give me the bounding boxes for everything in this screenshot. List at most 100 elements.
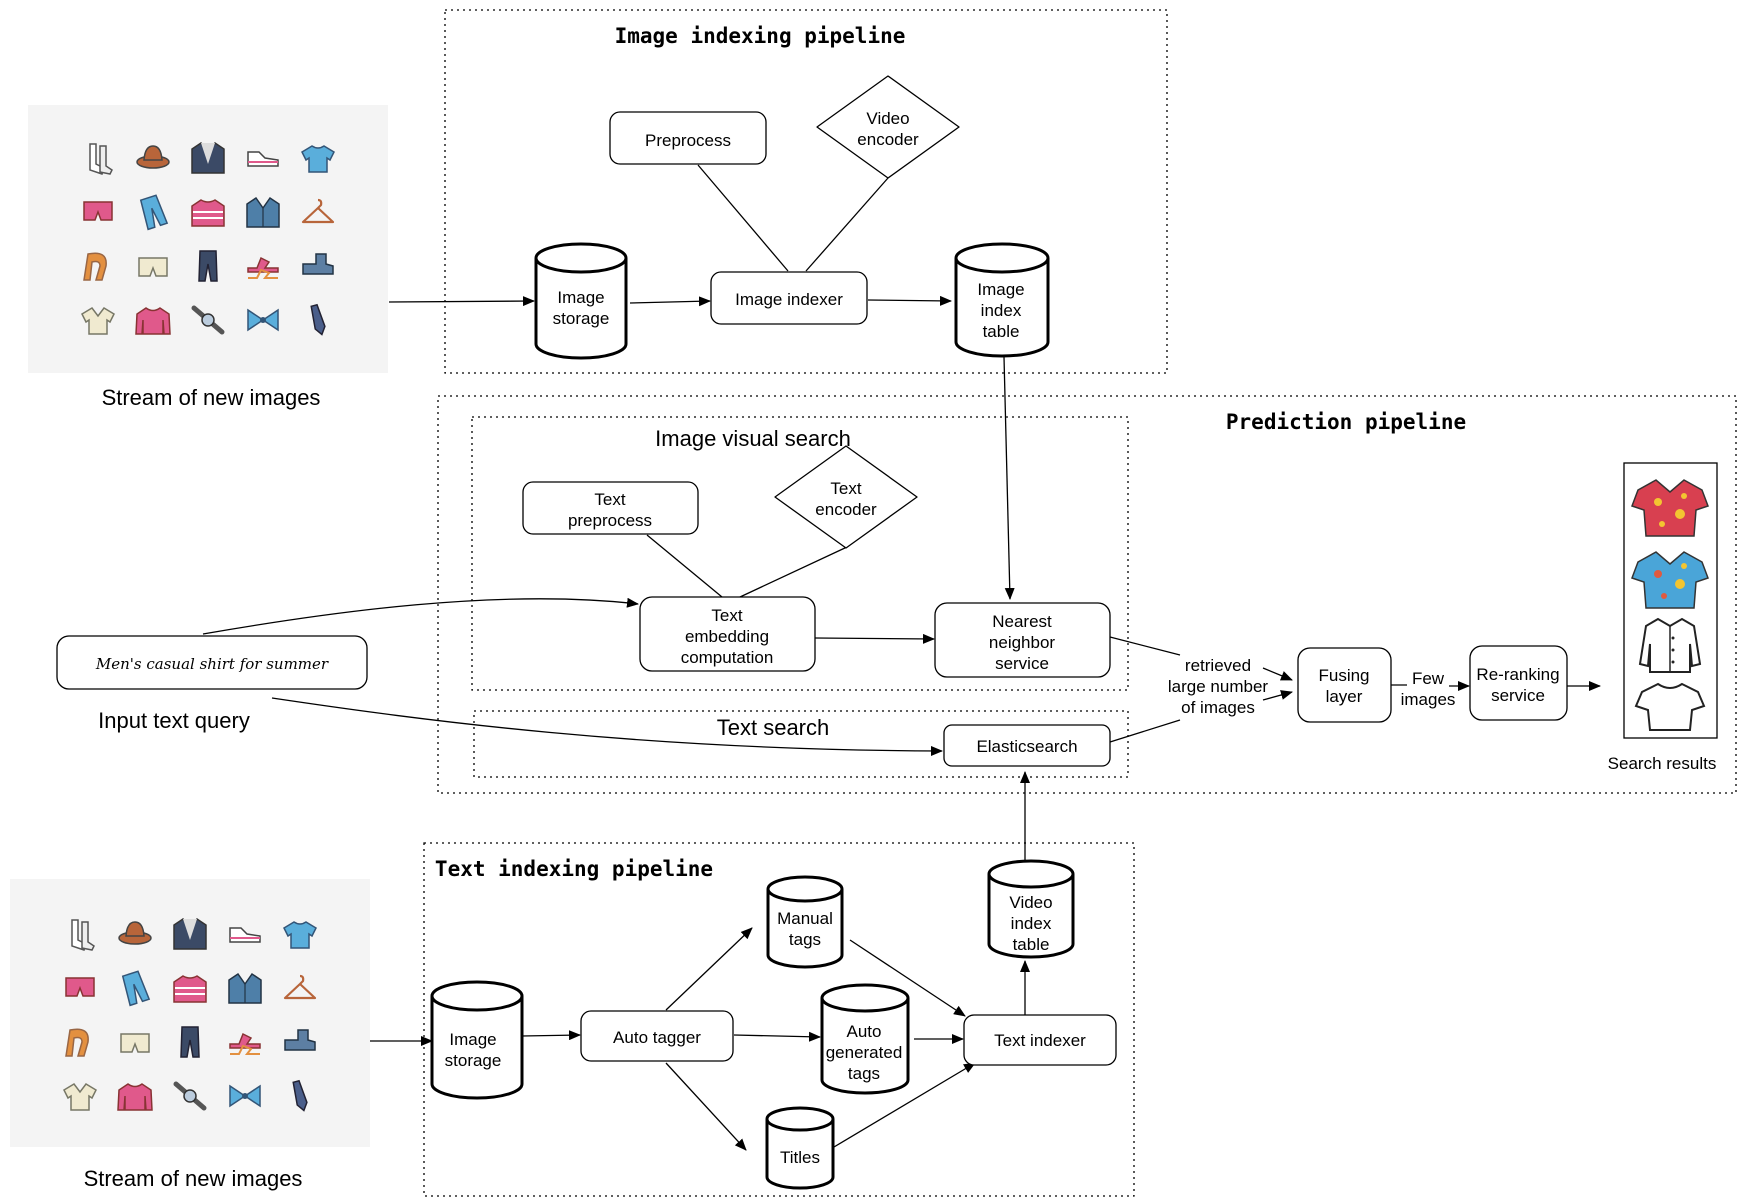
prediction-group xyxy=(437,395,1737,794)
image-visual-search-group xyxy=(471,416,1129,691)
svg-text:Auto: Auto xyxy=(847,1022,882,1041)
watch-icon xyxy=(191,305,225,335)
auto-generated-tags-cylinder[interactable]: Auto generated tags xyxy=(820,983,910,1095)
text-search-title: Text search xyxy=(717,715,830,740)
polo-shirt-icon xyxy=(63,1083,97,1111)
text-indexer-node[interactable]: Text indexer xyxy=(963,1014,1117,1066)
svg-text:Image: Image xyxy=(557,288,604,307)
image-storage-cylinder-top[interactable]: Image storage xyxy=(534,242,628,360)
stream-label-bottom: Stream of new images xyxy=(84,1166,303,1191)
sweater-icon xyxy=(173,975,207,1003)
tshirt-icon xyxy=(301,145,335,173)
query-text: Men's casual shirt for summer xyxy=(95,655,329,673)
image-indexer-node[interactable]: Image indexer xyxy=(710,271,868,325)
tie-icon xyxy=(310,303,326,336)
titles-cylinder[interactable]: Titles xyxy=(765,1106,835,1190)
tshirt-result-icon xyxy=(1634,682,1706,731)
svg-text:of images: of images xyxy=(1181,698,1255,717)
video-index-table-cylinder[interactable]: Video index table xyxy=(987,859,1075,959)
svg-text:storage: storage xyxy=(445,1051,502,1070)
trousers-icon xyxy=(198,250,218,282)
text-embedding-computation-node[interactable]: Text embedding computation xyxy=(639,596,816,672)
elasticsearch-node[interactable]: Elasticsearch xyxy=(943,724,1111,767)
svg-text:images: images xyxy=(1401,690,1456,709)
auto-tagger-node[interactable]: Auto tagger xyxy=(580,1010,734,1062)
svg-text:neighbor: neighbor xyxy=(989,633,1056,652)
video-encoder-node[interactable]: Video encoder xyxy=(816,75,960,179)
scarf-icon xyxy=(65,1028,89,1057)
search-results-label: Search results xyxy=(1608,754,1717,773)
svg-text:computation: computation xyxy=(681,648,774,667)
hanger-icon xyxy=(283,974,317,1000)
svg-text:service: service xyxy=(1491,686,1545,705)
watch-icon xyxy=(173,1081,207,1111)
image-indexing-group xyxy=(444,9,1168,374)
manual-tags-cylinder[interactable]: Manual tags xyxy=(766,875,844,969)
shorts-icon xyxy=(65,977,95,997)
image-index-table-cylinder[interactable]: Image index table xyxy=(954,242,1050,358)
svg-text:index: index xyxy=(1011,914,1052,933)
reranking-service-node[interactable]: Re-ranking service xyxy=(1469,645,1568,721)
svg-text:large number: large number xyxy=(1168,677,1269,696)
text-preprocess-node[interactable]: Text preprocess xyxy=(522,481,699,535)
boxer-shorts-icon xyxy=(138,257,168,277)
text-encoder-node[interactable]: Text encoder xyxy=(774,445,918,549)
svg-text:Fusing: Fusing xyxy=(1318,666,1369,685)
svg-text:Titles: Titles xyxy=(780,1148,820,1167)
sandals-icon xyxy=(229,1032,261,1055)
text-indexing-title: Text indexing pipeline xyxy=(435,857,713,881)
sneaker-icon xyxy=(247,151,279,167)
svg-text:tags: tags xyxy=(848,1064,880,1083)
boot-icon xyxy=(302,253,334,275)
svg-text:Few: Few xyxy=(1412,669,1445,688)
svg-text:Nearest: Nearest xyxy=(992,612,1052,631)
svg-text:service: service xyxy=(995,654,1049,673)
bowtie-icon xyxy=(229,1084,261,1108)
text-indexing-group xyxy=(423,842,1135,1197)
nearest-neighbor-service-node[interactable]: Nearest neighbor service xyxy=(934,602,1111,678)
svg-text:layer: layer xyxy=(1326,687,1363,706)
jeans-icon xyxy=(121,970,151,1007)
sneaker-icon xyxy=(229,927,261,943)
prediction-title: Prediction pipeline xyxy=(1226,410,1466,434)
svg-text:encoder: encoder xyxy=(857,130,919,149)
svg-text:Manual: Manual xyxy=(777,909,833,928)
input-query-label: Input text query xyxy=(98,708,250,733)
jacket-icon xyxy=(173,917,207,950)
hawaiian-shirt-red-icon xyxy=(1631,479,1709,537)
svg-text:tags: tags xyxy=(789,930,821,949)
clothing-icon-grid-top xyxy=(81,141,335,336)
stream-label-top: Stream of new images xyxy=(102,385,321,410)
preprocess-node[interactable]: Preprocess xyxy=(609,111,767,165)
scarf-icon xyxy=(83,252,107,281)
longsleeve-icon xyxy=(135,307,171,335)
sweater-icon xyxy=(191,199,225,227)
tie-icon xyxy=(292,1079,308,1112)
longsleeve-icon xyxy=(117,1083,153,1111)
denim-jacket-icon xyxy=(246,196,280,228)
svg-text:embedding: embedding xyxy=(685,627,769,646)
svg-text:generated: generated xyxy=(826,1043,903,1062)
image-visual-search-title: Image visual search xyxy=(655,426,851,451)
socks-icon xyxy=(71,919,95,951)
query-input-box[interactable]: Men's casual shirt for summer xyxy=(56,635,368,690)
boot-icon xyxy=(284,1029,316,1051)
denim-jacket-icon xyxy=(228,972,262,1004)
bowtie-icon xyxy=(247,308,279,332)
svg-text:Text: Text xyxy=(594,490,625,509)
jeans-icon xyxy=(139,194,169,231)
image-storage-cylinder-bottom[interactable]: Image storage xyxy=(430,980,524,1100)
socks-icon xyxy=(89,143,113,175)
svg-text:index: index xyxy=(981,301,1022,320)
svg-text:Re-ranking: Re-ranking xyxy=(1476,665,1559,684)
few-images-label: Few images xyxy=(1401,669,1456,709)
hat-icon xyxy=(118,921,152,945)
clothing-icon-grid-bottom xyxy=(63,917,317,1112)
hat-icon xyxy=(136,145,170,169)
fusing-layer-node[interactable]: Fusing layer xyxy=(1297,647,1392,723)
svg-text:Image: Image xyxy=(449,1030,496,1049)
svg-text:Text: Text xyxy=(830,479,861,498)
svg-text:Video: Video xyxy=(866,109,909,128)
svg-text:Elasticsearch: Elasticsearch xyxy=(976,737,1077,756)
